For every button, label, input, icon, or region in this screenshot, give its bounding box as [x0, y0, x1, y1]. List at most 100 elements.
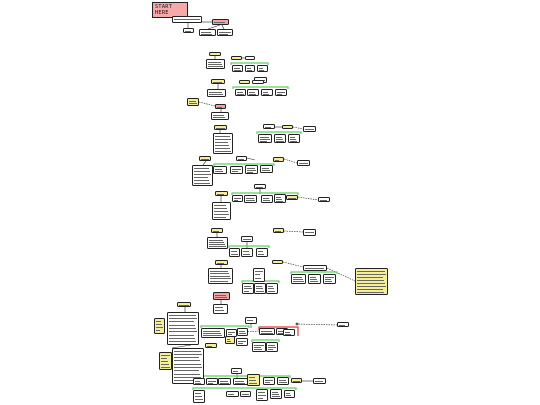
note-node[interactable] — [225, 336, 235, 344]
process-node[interactable] — [208, 268, 233, 284]
process-node[interactable] — [167, 312, 199, 345]
process-node[interactable] — [283, 329, 295, 336]
note-node[interactable] — [211, 228, 223, 233]
process-node[interactable] — [259, 328, 275, 335]
process-node[interactable] — [266, 342, 278, 352]
process-node[interactable] — [236, 156, 247, 161]
process-node[interactable] — [266, 283, 278, 294]
process-node[interactable] — [193, 378, 205, 385]
process-node[interactable] — [201, 328, 225, 338]
note-node[interactable] — [291, 378, 302, 383]
process-node[interactable] — [235, 89, 246, 96]
note-node[interactable] — [273, 157, 284, 162]
note-node[interactable] — [273, 228, 284, 233]
process-node[interactable] — [275, 89, 287, 96]
process-node[interactable] — [217, 29, 233, 36]
note-node[interactable] — [282, 125, 293, 129]
process-node[interactable] — [252, 342, 266, 352]
process-node[interactable] — [274, 194, 286, 203]
process-node[interactable] — [237, 328, 248, 336]
note-node[interactable] — [239, 80, 250, 84]
process-node[interactable] — [313, 378, 326, 384]
process-node[interactable] — [232, 65, 243, 72]
process-node[interactable] — [274, 134, 286, 143]
process-node[interactable] — [207, 89, 226, 97]
process-node[interactable] — [254, 184, 266, 189]
process-node[interactable] — [242, 283, 254, 294]
process-node[interactable] — [303, 265, 327, 271]
process-node[interactable] — [254, 283, 266, 294]
process-node[interactable] — [257, 65, 268, 72]
alert-node[interactable] — [213, 292, 230, 300]
process-node[interactable] — [245, 56, 255, 60]
process-node[interactable] — [263, 124, 275, 129]
process-node[interactable] — [303, 229, 316, 236]
process-node[interactable] — [172, 16, 202, 23]
process-node[interactable] — [230, 166, 243, 174]
alert-node[interactable] — [215, 104, 226, 109]
process-node[interactable] — [260, 165, 273, 173]
process-node[interactable] — [218, 378, 231, 385]
note-node[interactable] — [209, 52, 221, 56]
process-node[interactable] — [303, 126, 316, 132]
note-node[interactable] — [177, 302, 191, 307]
process-node[interactable] — [245, 65, 255, 72]
process-node[interactable] — [241, 236, 253, 242]
note-node[interactable] — [154, 318, 165, 334]
process-node[interactable] — [211, 112, 229, 120]
process-node[interactable] — [226, 391, 239, 397]
note-node[interactable] — [159, 352, 172, 370]
note-node[interactable] — [211, 79, 225, 84]
process-node[interactable] — [229, 248, 240, 257]
process-node[interactable] — [263, 377, 275, 385]
process-node[interactable] — [212, 202, 231, 220]
process-node[interactable] — [256, 248, 268, 257]
process-node[interactable] — [337, 322, 349, 327]
note-node[interactable] — [231, 56, 242, 60]
process-node[interactable] — [247, 89, 259, 96]
note-node[interactable] — [187, 98, 199, 106]
start-node[interactable]: START HERE — [152, 2, 188, 18]
process-node[interactable] — [297, 160, 310, 166]
note-node[interactable] — [215, 260, 228, 265]
note-node[interactable] — [215, 191, 228, 196]
process-node[interactable] — [236, 338, 248, 346]
note-node[interactable] — [199, 156, 211, 161]
process-node[interactable] — [241, 248, 253, 257]
process-node[interactable] — [193, 390, 205, 403]
process-node[interactable] — [244, 195, 257, 203]
process-node[interactable] — [288, 134, 300, 143]
process-node[interactable] — [199, 29, 216, 36]
process-node[interactable] — [252, 80, 264, 84]
process-node[interactable] — [318, 197, 330, 202]
process-node[interactable] — [231, 368, 242, 374]
note-node[interactable] — [214, 125, 227, 130]
process-node[interactable] — [192, 165, 213, 186]
process-node[interactable] — [261, 195, 273, 203]
process-node[interactable] — [291, 274, 306, 284]
process-node[interactable] — [277, 377, 289, 385]
process-node[interactable] — [206, 59, 225, 69]
process-node[interactable] — [207, 237, 228, 249]
process-node[interactable] — [270, 389, 282, 399]
note-node[interactable] — [355, 268, 388, 295]
process-node[interactable] — [206, 378, 218, 385]
note-node[interactable] — [272, 260, 283, 264]
process-node[interactable] — [284, 390, 295, 398]
process-node[interactable] — [261, 89, 273, 96]
note-node[interactable] — [205, 343, 217, 348]
process-node[interactable] — [308, 274, 321, 284]
alert-node[interactable] — [212, 19, 229, 25]
process-node[interactable] — [240, 391, 251, 397]
note-node[interactable] — [247, 374, 260, 386]
process-node[interactable] — [213, 133, 233, 154]
process-node[interactable] — [213, 166, 227, 174]
process-node[interactable] — [323, 274, 336, 284]
process-node[interactable] — [213, 304, 228, 314]
process-node[interactable] — [245, 317, 257, 324]
process-node[interactable] — [183, 28, 194, 33]
note-node[interactable] — [286, 195, 298, 200]
process-node[interactable] — [233, 378, 248, 385]
process-node[interactable] — [245, 165, 258, 174]
process-node[interactable] — [253, 268, 265, 282]
